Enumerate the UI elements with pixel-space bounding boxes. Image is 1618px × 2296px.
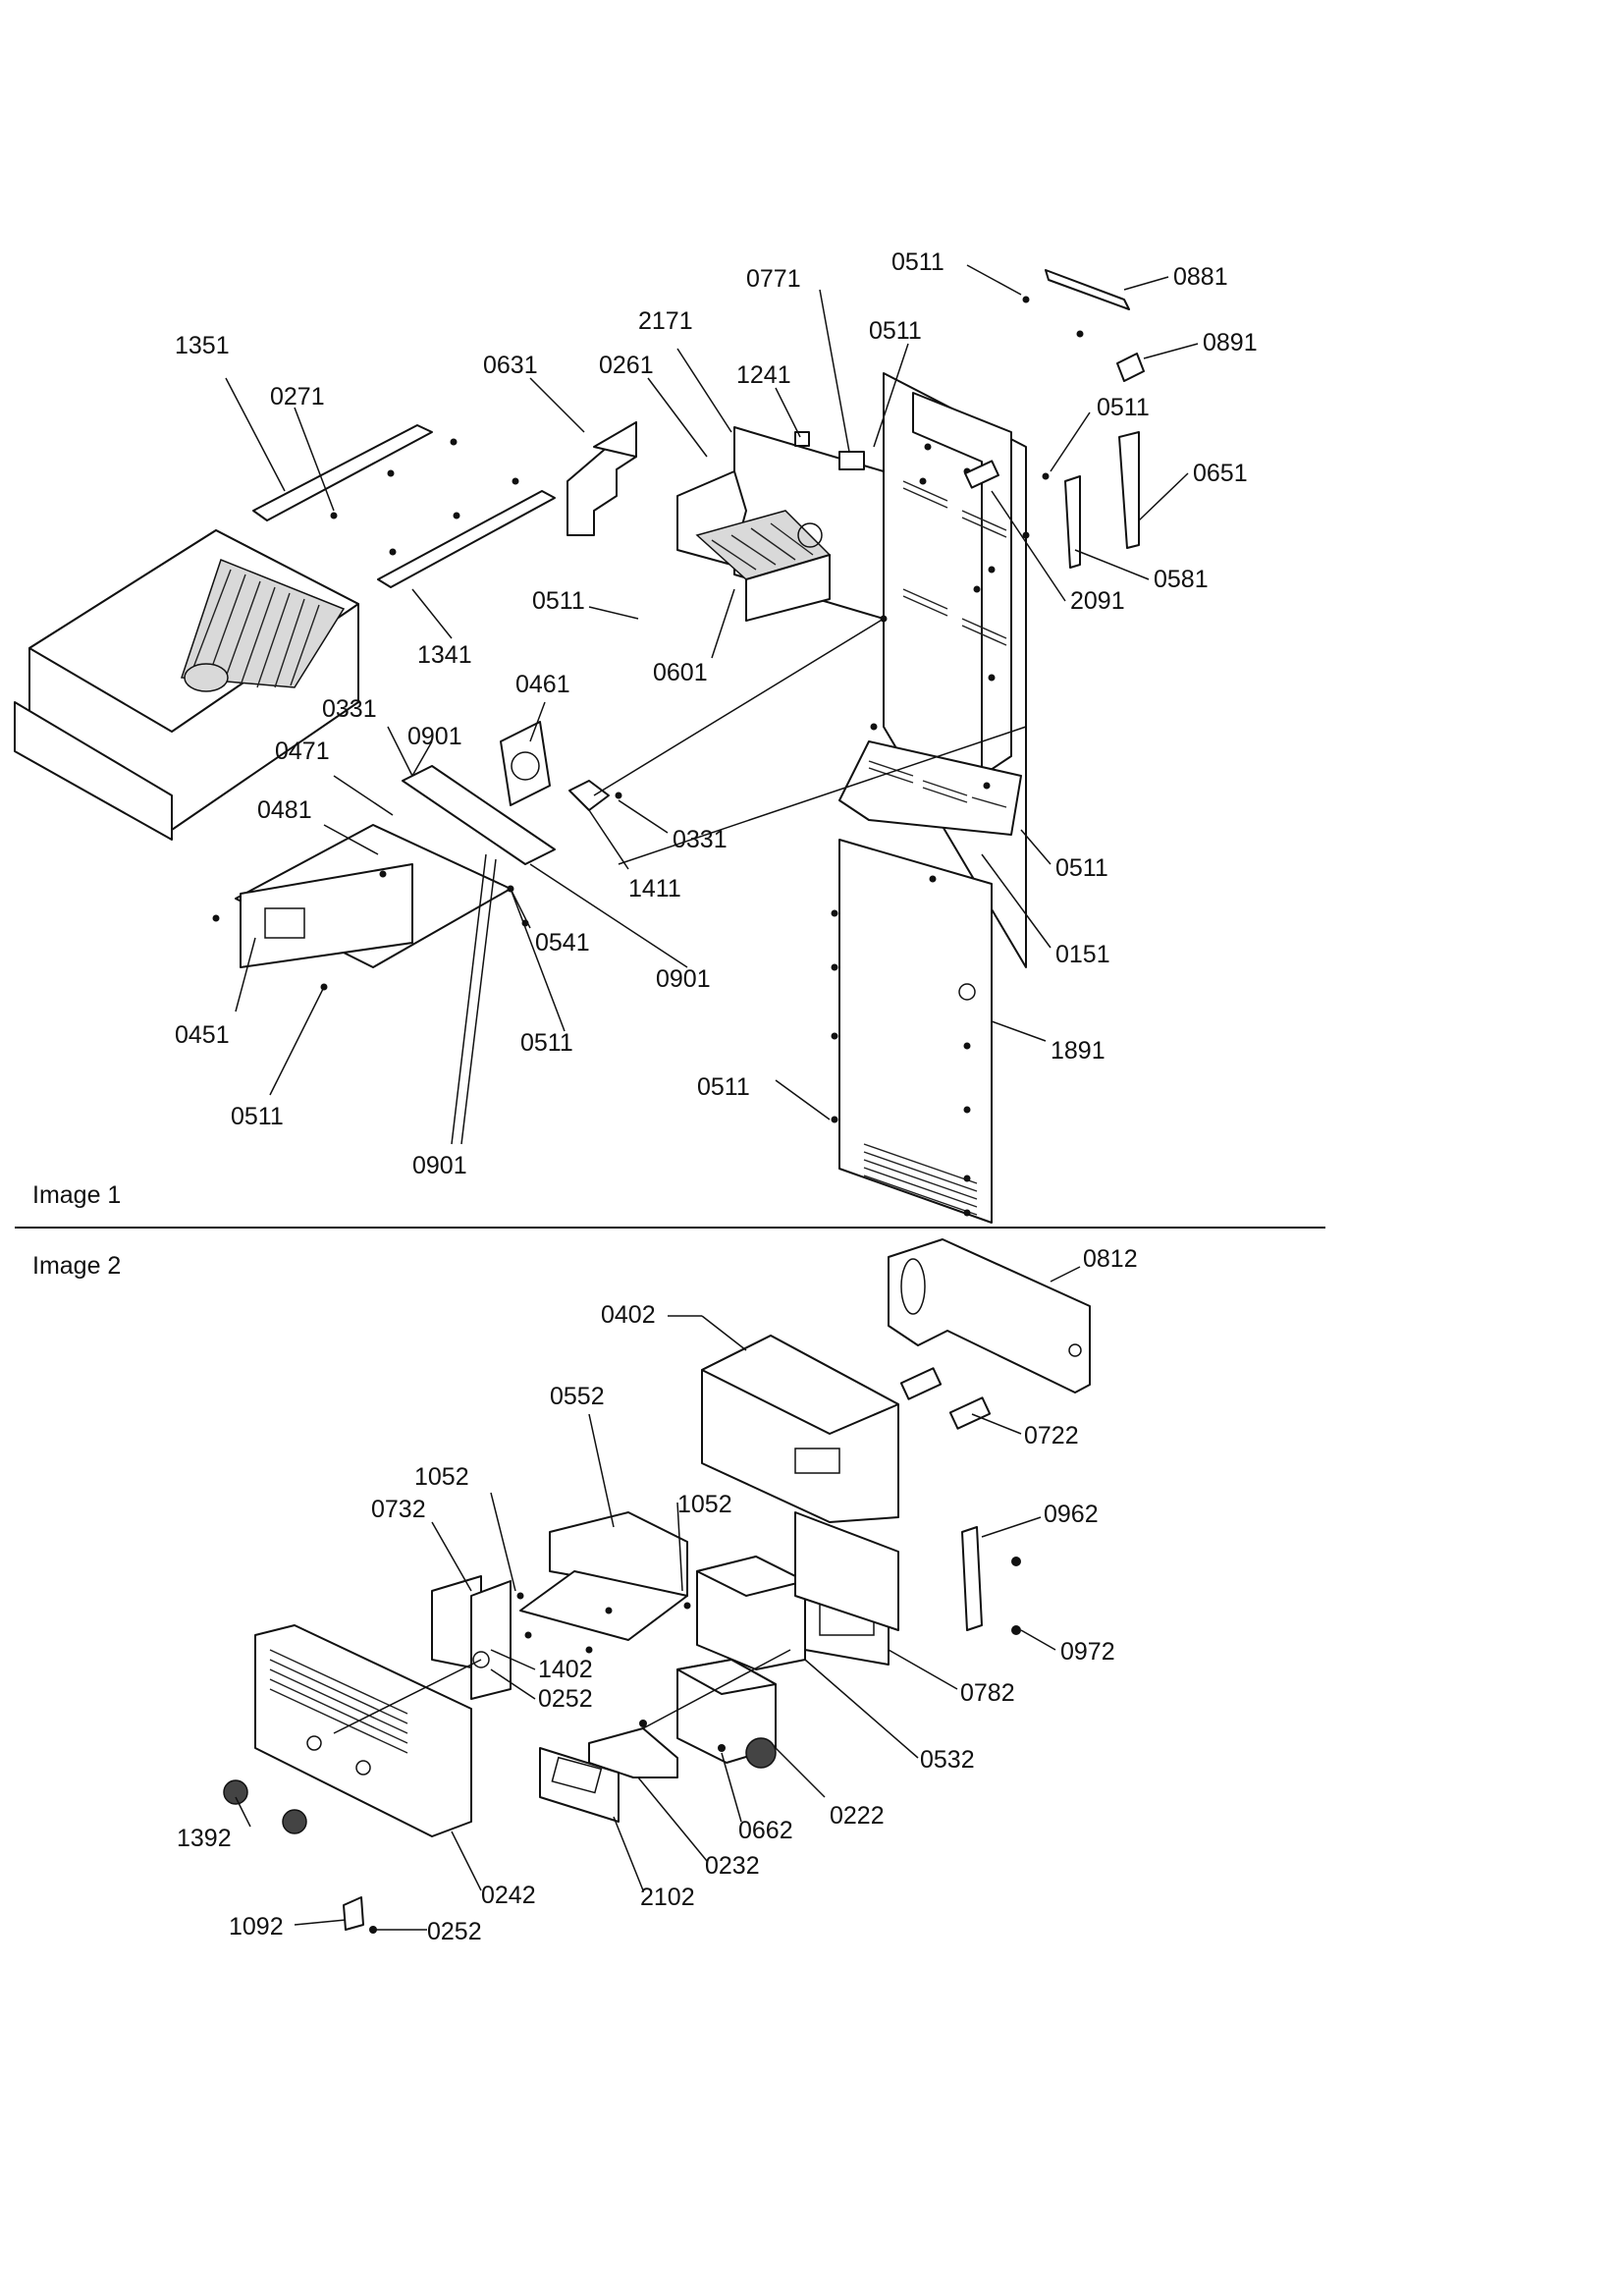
front-panel-0242 (254, 1624, 472, 1837)
chute-housing-0532 (696, 1556, 806, 1670)
callout-label: 0451 (175, 1021, 230, 1049)
image-2-caption: Image 2 (32, 1252, 121, 1280)
callout-label: 0881 (1173, 263, 1228, 291)
callout-label: 0541 (535, 929, 590, 957)
part-0631 (566, 421, 637, 536)
callout-label: 0782 (960, 1679, 1015, 1707)
callout-label: 0891 (1203, 329, 1258, 356)
callout-label: 0651 (1193, 460, 1248, 487)
part-1241 (794, 431, 810, 447)
image-1-caption: Image 1 (32, 1181, 121, 1209)
housing-0451 (240, 863, 413, 968)
callout-label: 0901 (656, 965, 711, 993)
callout-label: 0511 (231, 1103, 284, 1130)
bar-1341 (377, 490, 556, 588)
frame-2102 (539, 1747, 620, 1823)
callout-label: 1241 (736, 361, 791, 389)
callout-label: 0601 (653, 659, 708, 686)
callout-label: 0552 (550, 1383, 605, 1410)
callout-label: 0972 (1060, 1638, 1115, 1666)
callout-label: 0402 (601, 1301, 656, 1329)
callout-label: 0532 (920, 1746, 975, 1774)
callout-label: 0261 (599, 352, 654, 379)
callout-label: 1052 (414, 1463, 469, 1491)
callout-label: 0812 (1083, 1245, 1138, 1273)
chute-0222 (676, 1659, 777, 1769)
callout-label: 0252 (538, 1685, 593, 1713)
callout-label: 0252 (427, 1918, 482, 1945)
part-0891 (1116, 353, 1145, 382)
callout-label: 0511 (891, 248, 944, 276)
callout-label: 0901 (412, 1152, 467, 1179)
callout-label: 0471 (275, 738, 330, 765)
strip-0962 (961, 1526, 983, 1631)
callout-label: 0901 (407, 723, 462, 750)
callout-label: 1092 (229, 1913, 284, 1941)
callout-label: 1392 (177, 1825, 232, 1852)
callout-label: 1351 (175, 332, 230, 359)
callout-label: 0331 (322, 695, 377, 723)
callout-label: 0962 (1044, 1501, 1099, 1528)
callout-label: 1411 (628, 875, 681, 902)
callout-label: 0511 (532, 587, 585, 615)
ice-maker (676, 426, 885, 622)
callout-label: 0222 (830, 1802, 885, 1830)
callout-label: 1341 (417, 641, 472, 669)
callout-label: 0151 (1055, 941, 1110, 968)
callout-label: 0242 (481, 1882, 536, 1909)
image-2-assembly: Image 2 (32, 1238, 1138, 1945)
callout-label: 0722 (1024, 1422, 1079, 1449)
callout-label: 0662 (738, 1817, 793, 1844)
callout-label: 0461 (515, 671, 570, 698)
callout-label: 1891 (1051, 1037, 1106, 1065)
callout-label: 1052 (677, 1491, 732, 1518)
part-0651 (1118, 431, 1140, 549)
housing-0402 (701, 1335, 899, 1523)
bracket-assembly-0552 (431, 1511, 688, 1700)
callout-label: 0771 (746, 265, 801, 293)
callout-label: 0271 (270, 383, 325, 410)
callout-label: 2171 (638, 307, 693, 335)
image-2-leaders (235, 1266, 1081, 1931)
callout-label: 0511 (520, 1029, 573, 1057)
ice-bucket (14, 529, 359, 841)
callout-label: 0511 (1097, 394, 1150, 421)
callout-label: 0511 (1055, 854, 1108, 882)
callout-label: 0481 (257, 796, 312, 824)
callout-label: 0331 (673, 826, 728, 853)
callout-label: 0732 (371, 1496, 426, 1523)
knob-1392b (282, 1809, 307, 1834)
clip-1092 (343, 1896, 364, 1931)
part-0771 (838, 451, 865, 470)
knob-1392 (223, 1779, 248, 1805)
callout-label: 2091 (1070, 587, 1125, 615)
bar-0271 (252, 424, 433, 521)
callout-label: 2102 (640, 1884, 695, 1911)
callout-label: 1402 (538, 1656, 593, 1683)
part-0581 (1064, 475, 1081, 569)
part-2091 (964, 460, 999, 489)
callout-label: 0631 (483, 352, 538, 379)
spacer-0722b (948, 1396, 992, 1430)
image-1-assembly: 1351 0271 0631 0261 2171 1241 0771 0511 … (14, 248, 1258, 1224)
image-1-labels: 1351 0271 0631 0261 2171 1241 0771 0511 … (175, 248, 1258, 1179)
panel-0782-back (794, 1511, 899, 1631)
callout-label: 0581 (1154, 566, 1209, 593)
spacer-0722 (899, 1367, 943, 1400)
auger-motor (500, 721, 610, 811)
image-2-labels: 0812 0402 0722 0552 1052 0732 1052 0962 … (177, 1245, 1138, 1945)
back-plate (831, 372, 1027, 1224)
callout-label: 0511 (697, 1073, 750, 1101)
image-1-leaders (225, 264, 1199, 1145)
callout-label: 0232 (705, 1852, 760, 1880)
callout-label: 0511 (869, 317, 922, 345)
part-0881 (1045, 269, 1130, 310)
bracket-0812 (888, 1238, 1091, 1394)
